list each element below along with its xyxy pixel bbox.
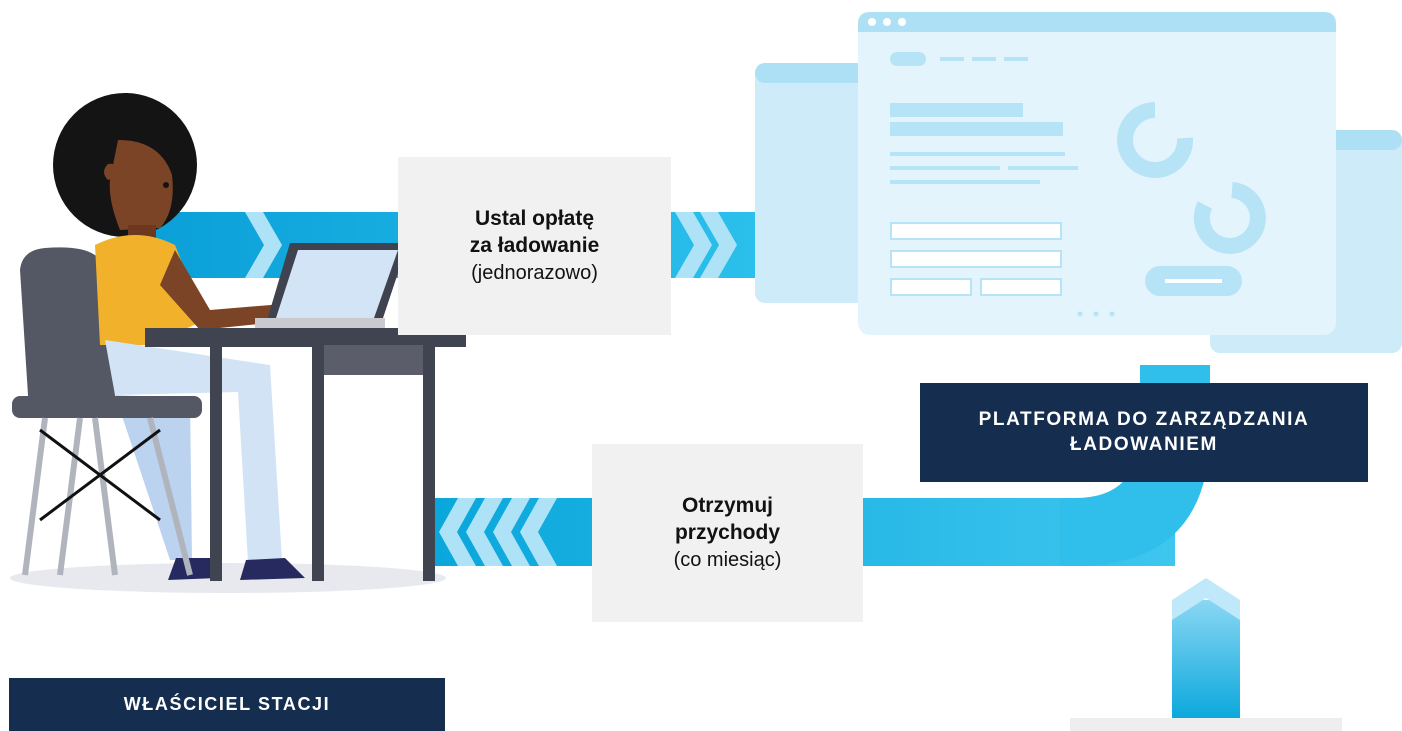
chevron-right-icon [245,212,737,278]
step-set-fee-note: (jednorazowo) [471,261,598,284]
base-plate [1070,718,1342,731]
platform-label-line2: ŁADOWANIEM [1070,433,1218,455]
step-receive-revenue: Otrzymuj przychody (co miesiąc) [592,444,863,622]
chevron-left-icon [439,498,557,566]
step-set-fee-title-line1: Ustal opłatę [474,207,595,231]
step-set-fee-title-line2: za ładowanie [469,233,600,257]
step-receive-revenue-title-line1: Otrzymuj [681,494,773,518]
browser-window-icon [755,12,1402,353]
flow-arrow-up [1172,578,1240,720]
owner-label: WŁAŚCICIEL STACJI [9,678,445,731]
platform-label-line1: PLATFORMA DO ZARZĄDZANIA [978,408,1310,430]
platform-label: PLATFORMA DO ZARZĄDZANIA ŁADOWANIEM [920,383,1368,482]
person-at-laptop-illustration [10,93,466,593]
owner-label-text: WŁAŚCICIEL STACJI [123,693,331,714]
step-receive-revenue-note: (co miesiąc) [673,548,782,571]
step-set-fee: Ustal opłatę za ładowanie (jednorazowo) [398,157,671,335]
step-receive-revenue-title-line2: przychody [674,520,781,544]
